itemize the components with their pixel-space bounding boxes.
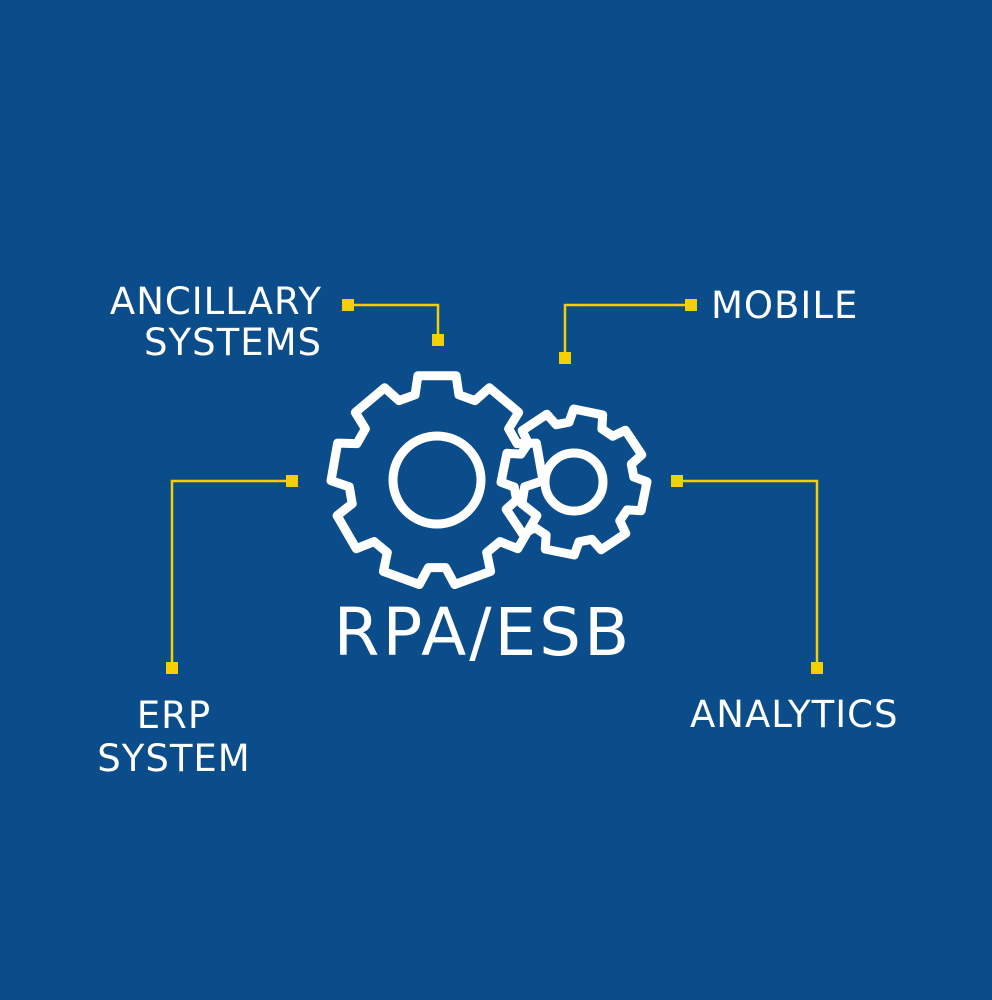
- node-label-analytics: ANALYTICS: [690, 696, 898, 733]
- connector-dot: [342, 299, 354, 311]
- node-label-line: ANCILLARY: [109, 280, 322, 323]
- node-label-line: SYSTEMS: [144, 321, 322, 364]
- small-gear-hub-icon: [540, 448, 608, 516]
- node-label-mobile: MOBILE: [711, 287, 858, 324]
- small-gear-icon: [496, 404, 652, 560]
- connector-dot: [166, 662, 178, 674]
- large-gear-icon: [326, 371, 548, 589]
- connector-ancillary: [342, 299, 444, 346]
- node-label-line: MOBILE: [711, 284, 859, 327]
- node-label-line: SYSTEM: [97, 737, 251, 780]
- node-label-line: ERP: [136, 694, 212, 737]
- center-title: RPA/ESB: [333, 594, 633, 671]
- connector-dot: [685, 299, 697, 311]
- node-label-erp-system: ERP SYSTEM: [79, 697, 269, 777]
- connector-dot: [432, 334, 444, 346]
- connector-dot: [286, 475, 298, 487]
- node-label-line: ANALYTICS: [690, 693, 899, 736]
- connector-dot: [671, 475, 683, 487]
- connector-dot: [559, 352, 571, 364]
- connector-analytics: [671, 475, 823, 674]
- gears-icon: [326, 371, 652, 589]
- connector-mobile: [559, 299, 697, 364]
- large-gear-hub-icon: [388, 431, 486, 529]
- connector-dot: [811, 662, 823, 674]
- node-label-ancillary-systems: ANCILLARY SYSTEMS: [110, 283, 322, 361]
- connector-erp: [166, 475, 298, 674]
